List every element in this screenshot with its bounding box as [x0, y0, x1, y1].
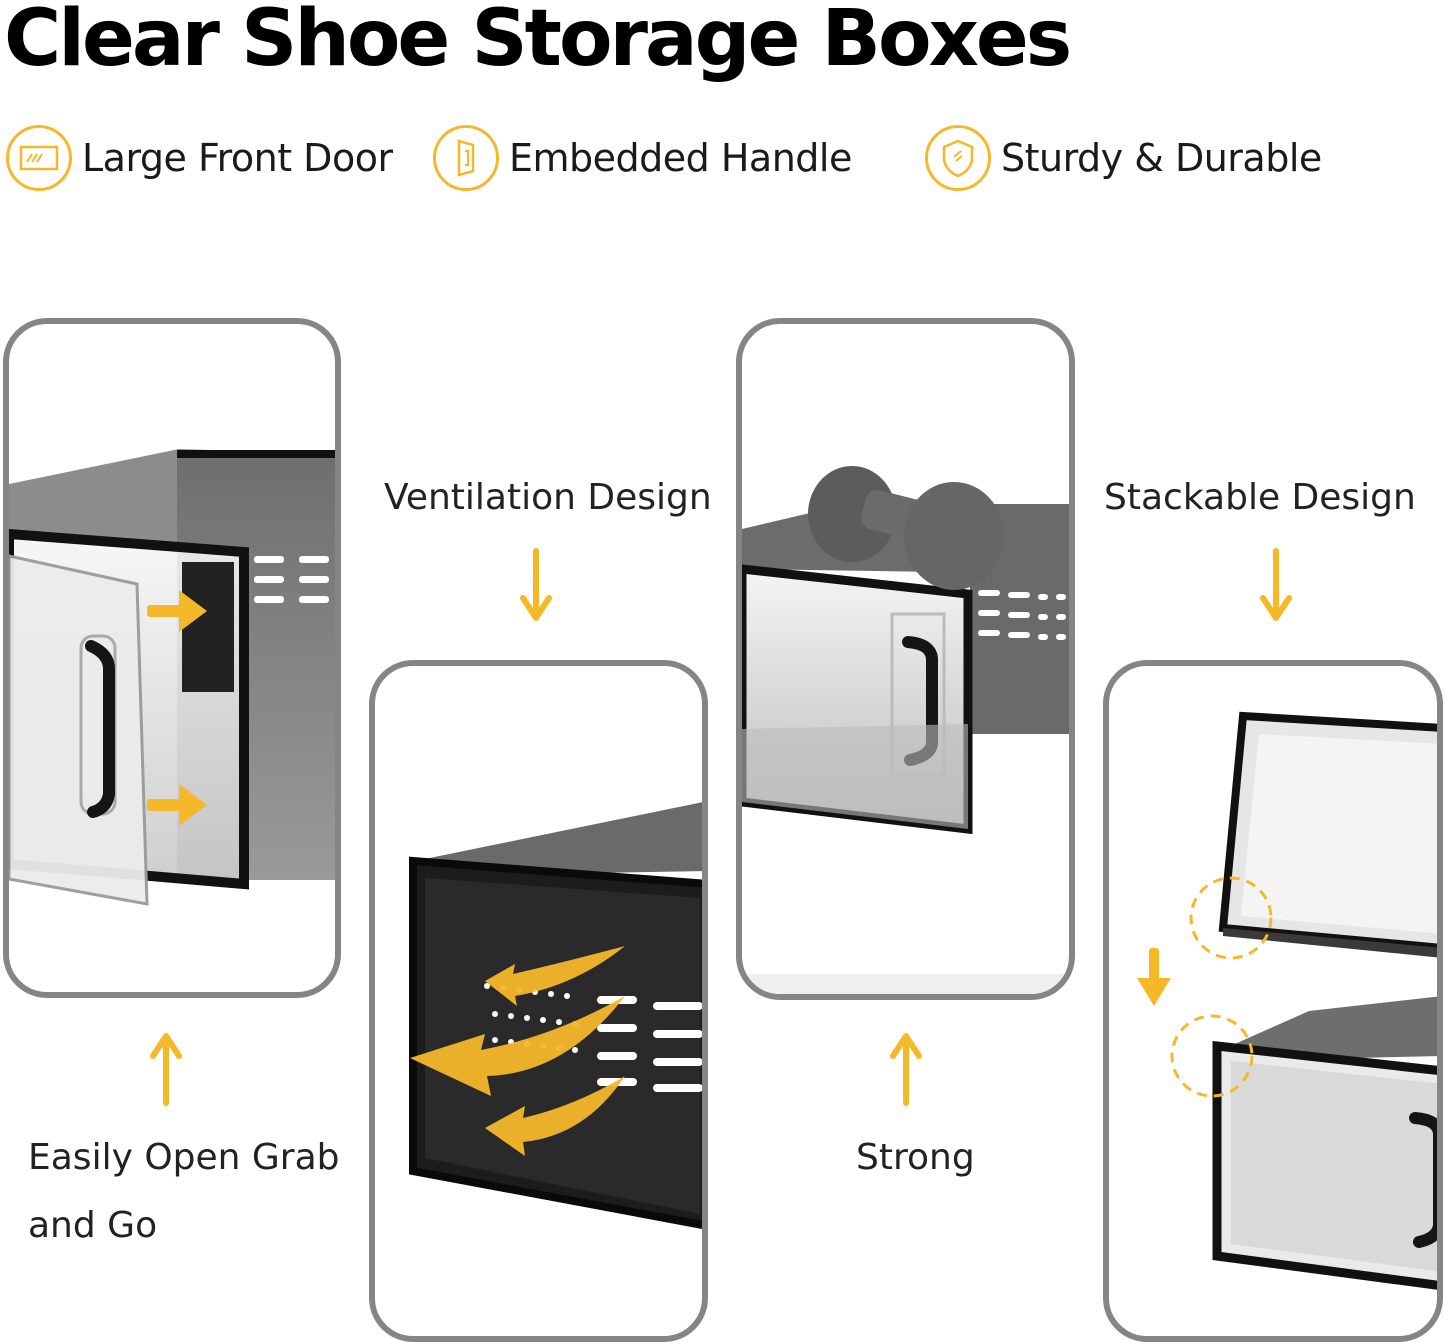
feature-label: Large Front Door: [82, 136, 393, 180]
page-title: Clear Shoe Storage Boxes: [4, 0, 1072, 84]
arrow-down-icon: [520, 548, 552, 621]
panel-strong-image: [736, 318, 1075, 1000]
caption-easy-open-line1: Easily Open Grab: [28, 1137, 340, 1178]
arrow-down-icon: [1260, 548, 1292, 621]
arrow-up-icon: [890, 1033, 922, 1106]
caption-stackable: Stackable Design: [1104, 477, 1416, 518]
handle-icon: [433, 125, 499, 191]
caption-easy-open-line2: and Go: [28, 1205, 158, 1246]
dumbbell: [808, 466, 1004, 590]
feature-large-front-door: Large Front Door: [6, 122, 393, 194]
panel-front-door-image: [3, 318, 341, 998]
feature-label: Embedded Handle: [509, 136, 852, 180]
feature-label: Sturdy & Durable: [1001, 136, 1322, 180]
shield-icon: [925, 125, 991, 191]
feature-sturdy-durable: Sturdy & Durable: [925, 122, 1322, 194]
caption-strong: Strong: [856, 1137, 975, 1178]
panel-stackable-image: [1103, 660, 1443, 1342]
arrow-up-icon: [150, 1033, 182, 1106]
door-icon: [6, 125, 72, 191]
panel-ventilation-image: [369, 660, 708, 1342]
caption-ventilation: Ventilation Design: [384, 477, 712, 518]
feature-embedded-handle: Embedded Handle: [433, 122, 852, 194]
